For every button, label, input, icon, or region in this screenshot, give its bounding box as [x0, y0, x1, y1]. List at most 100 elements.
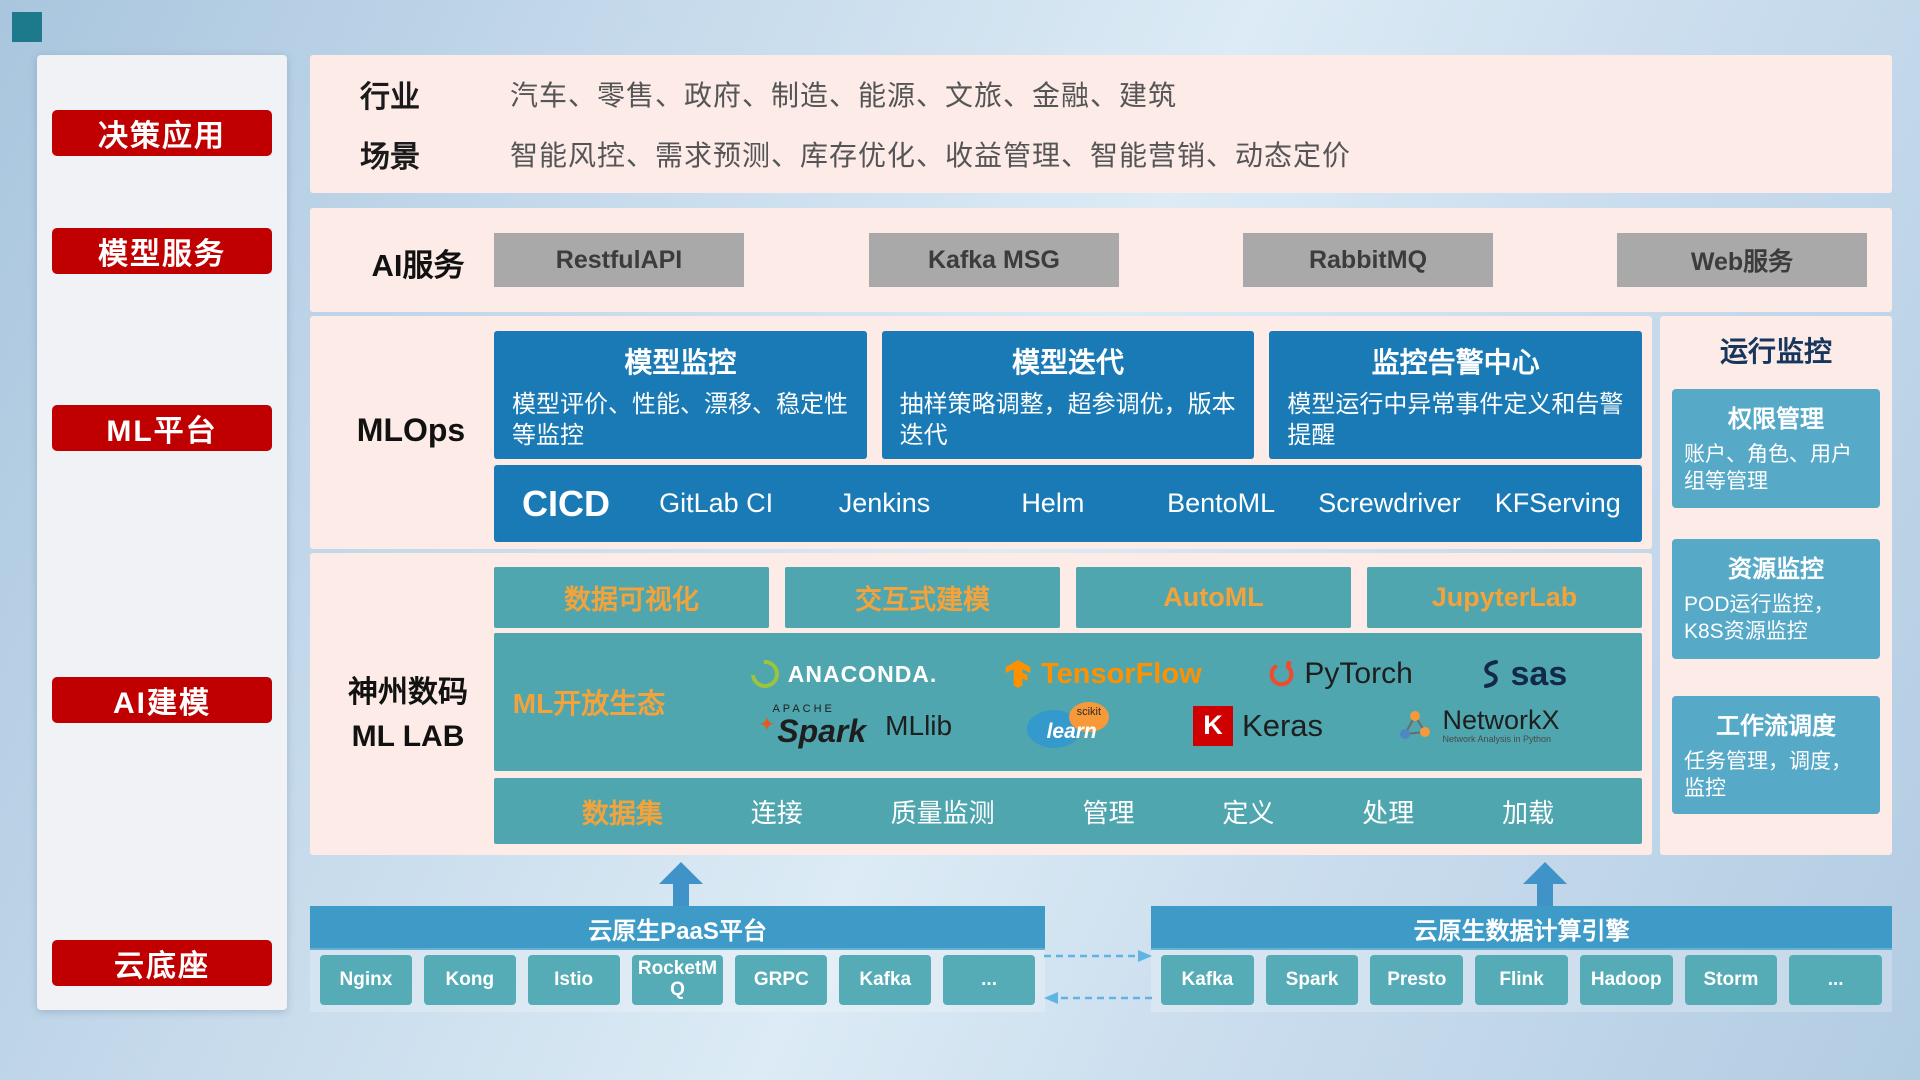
spark-text: Spark [777, 713, 867, 749]
rocketmq-chip[interactable]: RocketMQ [631, 955, 724, 1005]
card-title: 模型监控 [624, 347, 737, 378]
dataset-item-connect: 连接 [750, 797, 803, 828]
sidebar-item-decision-apps[interactable]: 决策应用 [52, 110, 272, 156]
kong-chip[interactable]: Kong [423, 955, 516, 1005]
ml-ecosystem-label: ML开放生态 [512, 688, 666, 719]
paas-platform-bar: 云原生PaaS平台 [310, 906, 1045, 950]
runtime-monitoring-title: 运行监控 [1719, 336, 1832, 367]
sidebar-item-model-services[interactable]: 模型服务 [52, 228, 272, 274]
dashed-arrows [1044, 950, 1152, 1004]
card-title: 监控告警中心 [1371, 347, 1540, 378]
ai-service-label: AI服务 [371, 248, 465, 283]
card-title: 权限管理 [1728, 406, 1824, 433]
mlops-panel: MLOps 模型监控 模型评价、性能、漂移、稳定性等监控 模型迭代 抽样策略调整… [310, 316, 1652, 549]
cicd-item-helm: Helm [1021, 487, 1085, 518]
anaconda-icon [745, 654, 785, 694]
apache-text: APACHE [772, 703, 835, 715]
cicd-item-kfserving: KFServing [1494, 487, 1621, 518]
scikit-learn-icon: scikit learn [1026, 701, 1119, 750]
industry-values: 汽车、零售、政府、制造、能源、文旅、金融、建筑 [510, 79, 1178, 111]
up-arrow-icon [1523, 862, 1567, 908]
interactive-modeling-box[interactable]: 交互式建模 [785, 567, 1060, 628]
cicd-label: CICD [522, 482, 610, 524]
dashed-arrow-left-head [1044, 992, 1058, 1004]
grpc-chip[interactable]: GRPC [735, 955, 828, 1005]
more-chip[interactable]: ... [943, 955, 1036, 1005]
cicd-item-gitlab-ci: GitLab CI [659, 487, 774, 518]
anaconda-logo: ANACONDA. [745, 654, 938, 694]
rabbitmq-button[interactable]: RabbitMQ [1243, 233, 1493, 287]
web-service-button[interactable]: Web服务 [1617, 233, 1867, 287]
mllib-text: MLlib [885, 709, 953, 741]
engine-components-row: Kafka Spark Presto Flink Hadoop Storm ..… [1151, 948, 1892, 1012]
networkx-logo: NetworkX Network Analysis in Python [1397, 704, 1560, 746]
alert-center-card: 监控告警中心 模型运行中异常事件定义和告警提醒 [1269, 331, 1643, 459]
storm-chip[interactable]: Storm [1684, 955, 1778, 1005]
card-desc: 模型评价、性能、漂移、稳定性等监控 [512, 391, 848, 450]
keras-icon: K [1193, 705, 1234, 746]
nginx-chip[interactable]: Nginx [320, 955, 412, 1005]
sas-logo: sas [1480, 655, 1567, 694]
card-title: 模型迭代 [1012, 347, 1125, 378]
card-desc: 模型运行中异常事件定义和告警提醒 [1287, 391, 1624, 450]
dataset-item-process: 处理 [1362, 797, 1415, 828]
scikit-text: scikit [1076, 705, 1102, 718]
networkx-text: NetworkX [1442, 704, 1560, 735]
scenario-label: 场景 [360, 141, 420, 175]
dataset-item-define: 定义 [1222, 797, 1275, 828]
permission-management-card: 权限管理 账户、角色、用户组等管理 [1672, 389, 1880, 508]
keras-logo: K Keras [1193, 705, 1324, 746]
model-monitoring-card: 模型监控 模型评价、性能、漂移、稳定性等监控 [494, 331, 867, 459]
kafka-msg-button[interactable]: Kafka MSG [869, 233, 1119, 287]
networkx-icon [1400, 711, 1431, 740]
tensorflow-text: TensorFlow [1041, 657, 1202, 690]
hadoop-chip[interactable]: Hadoop [1579, 955, 1673, 1005]
dataset-bar: 数据集 连接 质量监测 管理 定义 处理 加载 [494, 778, 1642, 844]
industry-label: 行业 [360, 80, 420, 114]
mlops-cards: 模型监控 模型评价、性能、漂移、稳定性等监控 模型迭代 抽样策略调整，超参调优，… [494, 331, 1643, 459]
pytorch-logo: PyTorch [1268, 657, 1413, 691]
automl-box[interactable]: AutoML [1076, 567, 1351, 628]
card-desc: POD运行监控，K8S资源监控 [1684, 593, 1835, 644]
flink-chip[interactable]: Flink [1475, 955, 1568, 1005]
sidebar-item-cloud-base[interactable]: 云底座 [52, 940, 272, 986]
spark-mllib-logo: APACHE ✦ Spark MLlib [758, 703, 953, 749]
logo-row-2: APACHE ✦ Spark MLlib scikit [684, 701, 1634, 750]
restfulapi-button[interactable]: RestfulAPI [494, 233, 744, 287]
pytorch-icon [1270, 660, 1294, 687]
card-desc: 账户、角色、用户组等管理 [1684, 443, 1852, 494]
card-title: 工作流调度 [1716, 713, 1836, 740]
sidebar-item-ml-platform[interactable]: ML平台 [52, 405, 272, 451]
sidebar-item-ai-modeling[interactable]: AI建模 [52, 677, 272, 723]
mllab-label: 神州数码 ML LAB [324, 671, 492, 758]
istio-chip[interactable]: Istio [527, 955, 620, 1005]
presto-chip[interactable]: Presto [1370, 955, 1464, 1005]
more-chip[interactable]: ... [1789, 955, 1883, 1005]
mllab-label-line2: ML LAB [351, 719, 465, 753]
jupyterlab-box[interactable]: JupyterLab [1367, 567, 1642, 628]
resource-monitoring-card: 资源监控 POD运行监控，K8S资源监控 [1672, 539, 1880, 659]
tensorflow-logo: TensorFlow [1004, 658, 1202, 691]
card-desc: 抽样策略调整，超参调优，版本迭代 [899, 391, 1236, 450]
left-sidebar [37, 55, 287, 1010]
keras-text: Keras [1242, 707, 1324, 743]
mllab-panel: 神州数码 ML LAB 数据可视化 交互式建模 AutoML JupyterLa… [310, 553, 1652, 855]
logo-row-1: ANACONDA. TensorFlow PyTorch [684, 654, 1634, 694]
pytorch-text: PyTorch [1304, 657, 1413, 690]
scenario-row: 场景 智能风控、需求预测、库存优化、收益管理、智能营销、动态定价 [360, 132, 1892, 176]
dataset-item-quality: 质量监测 [890, 797, 995, 828]
runtime-monitoring-panel: 运行监控 权限管理 账户、角色、用户组等管理 资源监控 POD运行监控，K8S资… [1660, 316, 1892, 855]
kafka-chip[interactable]: Kafka [839, 955, 932, 1005]
model-iteration-card: 模型迭代 抽样策略调整，超参调优，版本迭代 [881, 331, 1255, 459]
up-arrow-icon [659, 862, 703, 908]
spark-chip[interactable]: Spark [1265, 955, 1359, 1005]
data-visualization-box[interactable]: 数据可视化 [494, 567, 769, 628]
kafka-chip[interactable]: Kafka [1161, 955, 1254, 1005]
industry-row: 行业 汽车、零售、政府、制造、能源、文旅、金融、建筑 [360, 72, 1892, 116]
spark-wordmark: APACHE ✦ Spark [758, 703, 867, 749]
anaconda-text: ANACONDA. [787, 660, 938, 687]
mllab-tools-row: 数据可视化 交互式建模 AutoML JupyterLab [494, 567, 1642, 628]
card-desc: 任务管理，调度，监控 [1684, 750, 1852, 801]
corner-accent [12, 12, 42, 42]
